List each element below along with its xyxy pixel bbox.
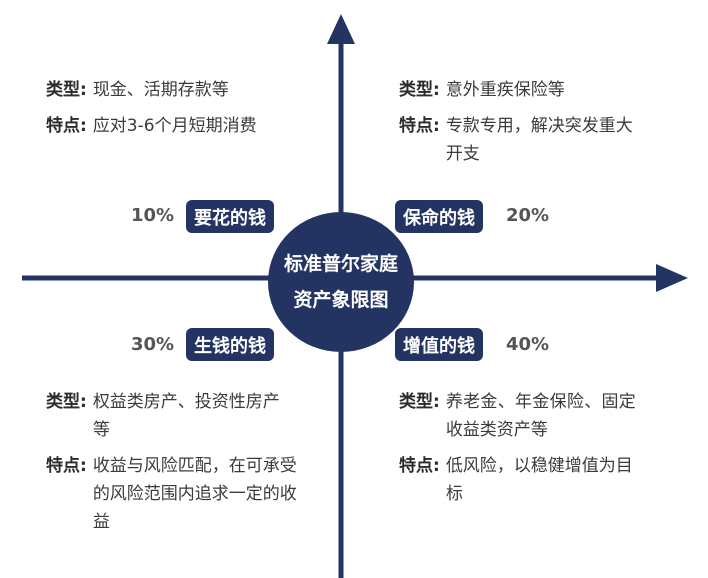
center-circle: 标准普尔家庭 资产象限图 — [268, 212, 414, 352]
center-title-line1: 标准普尔家庭 — [283, 253, 398, 275]
feature-key: 特点: — [399, 456, 440, 476]
feature-key: 特点: — [399, 116, 440, 136]
percent-growth: 30% — [131, 334, 175, 355]
type-key: 类型: — [399, 80, 440, 100]
tag-appreciation-money: 增值的钱 — [395, 328, 483, 361]
percent-appreciation: 40% — [506, 334, 550, 355]
quadrant-protection: 类型: 意外重疾保险等 特点: 专款专用，解决突发重大开支 — [399, 76, 659, 176]
feature-value: 低风险，以稳健增值为目标 — [445, 456, 633, 504]
tag-earning-money: 生钱的钱 — [186, 328, 274, 361]
feature-key: 特点: — [46, 116, 87, 136]
type-key: 类型: — [46, 392, 87, 412]
vertical-axis-arrow — [327, 14, 355, 44]
percent-protection: 20% — [506, 205, 550, 226]
type-value: 现金、活期存款等 — [92, 80, 229, 100]
type-value: 权益类房产、投资性房产等 — [92, 392, 280, 440]
feature-value: 应对3-6个月短期消费 — [92, 116, 257, 136]
quadrant-spending: 类型: 现金、活期存款等 特点: 应对3-6个月短期消费 — [46, 76, 326, 148]
type-value: 意外重疾保险等 — [445, 80, 565, 100]
tag-protection-money: 保命的钱 — [395, 200, 483, 233]
percent-spending: 10% — [131, 205, 175, 226]
type-key: 类型: — [399, 392, 440, 412]
horizontal-axis-arrow — [656, 264, 688, 292]
feature-value: 专款专用，解决突发重大开支 — [445, 116, 633, 164]
tag-spending-money: 要花的钱 — [186, 200, 274, 233]
type-key: 类型: — [46, 80, 87, 100]
type-value: 养老金、年金保险、固定收益类资产等 — [445, 392, 636, 440]
quadrant-earning: 类型: 权益类房产、投资性房产等 特点: 收益与风险匹配，在可承受的风险范围内追… — [46, 388, 316, 544]
feature-key: 特点: — [46, 456, 87, 476]
feature-value: 收益与风险匹配，在可承受的风险范围内追求一定的收益 — [92, 456, 297, 532]
center-title-line2: 资产象限图 — [293, 289, 389, 311]
quadrant-appreciation: 类型: 养老金、年金保险、固定收益类资产等 特点: 低风险，以稳健增值为目标 — [399, 388, 659, 516]
